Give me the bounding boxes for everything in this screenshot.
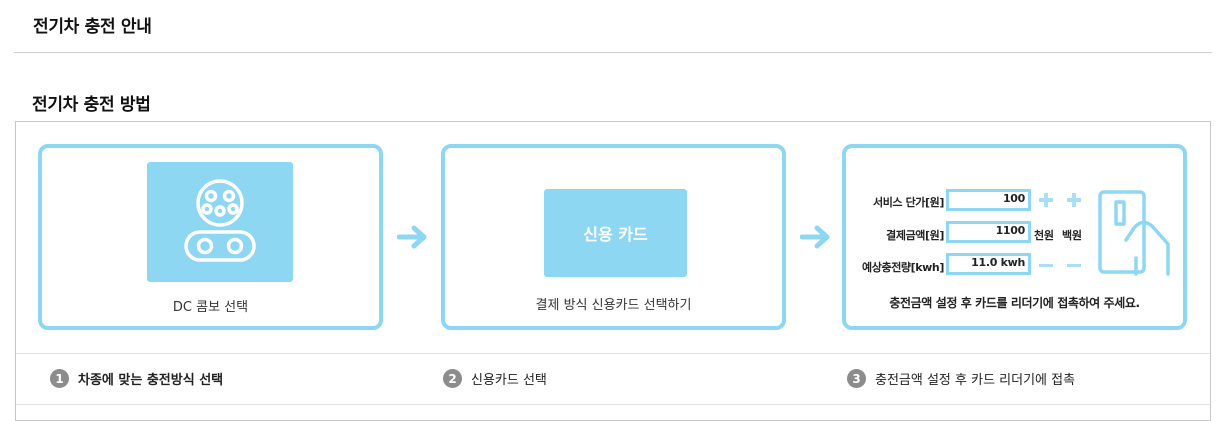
top-divider: [14, 52, 1212, 53]
ev-plug-icon: [184, 179, 256, 262]
step-1-label: 1 차종에 맞는 충전방식 선택: [50, 369, 223, 388]
payment-amount-label: 결제금액[원]: [886, 229, 944, 242]
step-card-amount: 서비스 단가[원] 100 결제금액[원] 1100 예상충전량[kwh] 11…: [842, 144, 1187, 330]
step-number-badge: 1: [50, 369, 69, 388]
unit-thousand-label: 천원: [1034, 229, 1054, 242]
plug-select-tile[interactable]: [147, 162, 293, 282]
unit-hundred-label: 백원: [1062, 229, 1082, 242]
payment-amount-field[interactable]: 1100: [946, 221, 1031, 243]
estimated-charge-field[interactable]: 11.0 kwh: [946, 253, 1031, 275]
arrow-right-icon: [397, 225, 427, 249]
step-3-label: 3 충전금액 설정 후 카드 리더기에 접촉: [847, 369, 1075, 388]
credit-card-button[interactable]: 신용 카드: [544, 189, 687, 277]
service-price-field[interactable]: 100: [946, 189, 1031, 211]
estimated-charge-label: 예상충전량[kwh]: [862, 261, 944, 274]
service-price-label: 서비스 단가[원]: [872, 196, 944, 209]
service-price-row: 서비스 단가[원]: [846, 191, 944, 213]
card-tap-icon: [1098, 190, 1170, 276]
thousand-minus-button[interactable]: [1039, 259, 1053, 273]
step-text: 신용카드 선택: [471, 373, 547, 388]
page-title: 전기차 충전 안내: [33, 17, 152, 37]
estimated-charge-row: 예상충전량[kwh]: [846, 256, 944, 278]
amount-caption: 충전금액 설정 후 카드를 리더기에 접촉하여 주세요.: [889, 296, 1140, 310]
step-text: 차종에 맞는 충전방식 선택: [78, 373, 224, 388]
payment-amount-row: 결제금액[원]: [846, 224, 944, 246]
arrow-right-icon: [800, 225, 830, 249]
step-2-label: 2 신용카드 선택: [443, 369, 547, 388]
thousand-plus-button[interactable]: [1039, 193, 1053, 207]
steps-bottom-divider: [16, 404, 1210, 405]
hundred-plus-button[interactable]: [1067, 193, 1081, 207]
step-card-payment: 신용 카드 결제 방식 신용카드 선택하기: [441, 144, 786, 330]
hundred-minus-button[interactable]: [1067, 259, 1081, 273]
section-title: 전기차 충전 방법: [32, 95, 151, 115]
step-card-plug-select: DC 콤보 선택: [38, 144, 383, 330]
step-number-badge: 2: [443, 369, 462, 388]
plug-select-caption: DC 콤보 선택: [172, 300, 249, 315]
step-number-badge: 3: [847, 369, 866, 388]
payment-caption: 결제 방식 신용카드 선택하기: [535, 298, 692, 313]
step-text: 충전금액 설정 후 카드 리더기에 접촉: [875, 373, 1076, 388]
steps-divider: [16, 353, 1210, 354]
